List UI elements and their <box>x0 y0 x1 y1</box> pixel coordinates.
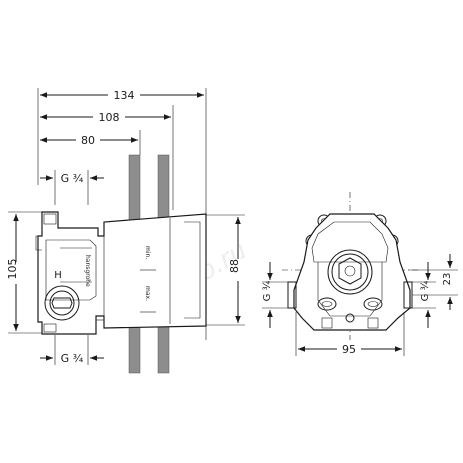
dim-23-label: 23 <box>442 273 453 286</box>
dim-88: 88 <box>206 214 246 326</box>
dim-95: 95 <box>295 312 405 357</box>
dim-23: 23 <box>408 254 458 310</box>
dim-95-label: 95 <box>342 343 356 356</box>
valve-body-side: hansgrohe H <box>35 211 207 335</box>
thread-top-label: G ¾ <box>61 172 84 185</box>
valve-body-front <box>293 213 411 331</box>
dim-thread-right-front: G ¾ <box>410 262 436 328</box>
max-label: max. <box>144 286 151 301</box>
hot-mark: H <box>54 270 62 281</box>
dim-thread-bottom: G ¾ <box>40 335 104 365</box>
side-view: 134 108 80 G ¾ G ¾ <box>6 86 246 374</box>
dim-88-label: 88 <box>228 259 241 273</box>
dim-134-label: 134 <box>114 89 135 102</box>
thread-left-front-label: G ¾ <box>262 280 273 301</box>
min-label: min. <box>144 246 151 259</box>
dim-thread-top: G ¾ <box>40 170 104 205</box>
thread-bottom-label: G ¾ <box>61 352 84 365</box>
dim-134: 134 <box>40 86 204 102</box>
dim-108: 108 <box>40 109 171 125</box>
front-view: 95 G ¾ G ¾ 23 <box>262 192 458 357</box>
dim-105-label: 105 <box>6 259 19 280</box>
dim-105: 105 <box>6 211 42 334</box>
brand-label: hansgrohe <box>84 255 91 287</box>
dim-108-label: 108 <box>99 111 120 124</box>
dim-80-label: 80 <box>81 134 95 147</box>
dim-thread-left-front: G ¾ <box>262 262 290 328</box>
thread-right-front-label: G ¾ <box>420 280 431 301</box>
dim-80: 80 <box>40 132 138 148</box>
